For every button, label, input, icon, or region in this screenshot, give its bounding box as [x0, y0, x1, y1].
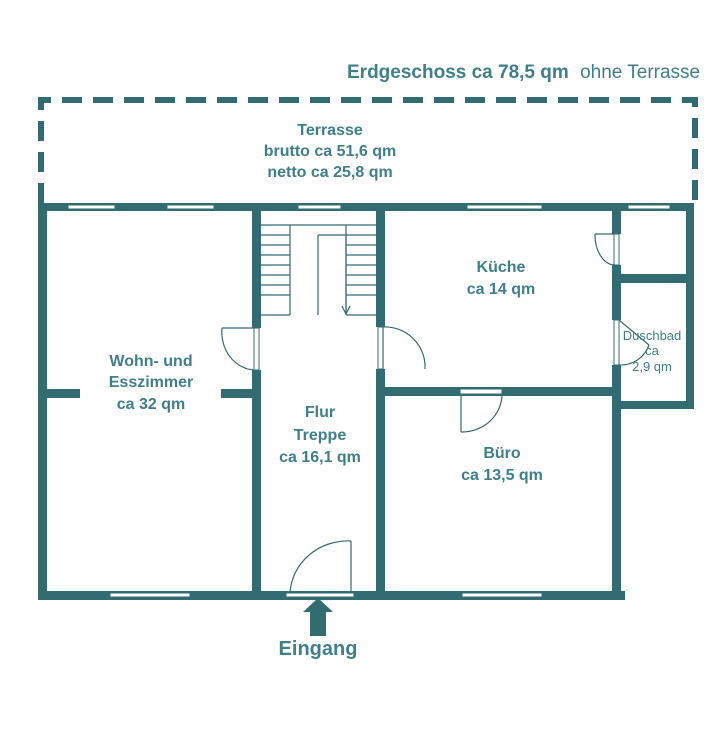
title-normal: ohne Terrasse — [580, 62, 700, 83]
label-duschbad-3: 2,9 qm — [632, 359, 672, 374]
wall-annex-divider — [612, 274, 694, 283]
wall-right-annex — [686, 203, 694, 409]
wall-stub-left — [38, 389, 80, 398]
window-bottom-1 — [109, 592, 191, 598]
plan-title: Erdgeschoss ca 78,5 qm ohne Terrasse — [347, 62, 700, 83]
label-terrasse-2: brutto ca 51,6 qm — [264, 143, 396, 160]
door-annex — [594, 233, 620, 266]
label-kueche-2: ca 14 qm — [467, 281, 535, 298]
window-top-3 — [297, 204, 342, 210]
window-top-1 — [67, 204, 116, 210]
label-flur-2: Treppe — [294, 427, 347, 444]
entrance-arrow-icon — [303, 598, 333, 636]
wall-kitchen-annex-2 — [612, 265, 621, 320]
window-top-4 — [466, 204, 543, 210]
window-bottom-2 — [461, 592, 543, 598]
label-flur-1: Flur — [305, 404, 335, 421]
label-terrasse-3: netto ca 25,8 qm — [267, 164, 392, 181]
door-entrance — [289, 540, 352, 594]
label-buero-2: ca 13,5 qm — [461, 467, 543, 484]
entrance-threshold — [285, 592, 355, 598]
label-buero-1: Büro — [483, 445, 521, 462]
wall-hall-office-lower — [376, 369, 385, 600]
label-wohnen-3: ca 32 qm — [117, 396, 185, 413]
wall-left — [38, 203, 47, 599]
label-terrasse-1: Terrasse — [297, 122, 363, 139]
label-eingang: Eingang — [279, 638, 358, 660]
door-bathroom — [613, 319, 650, 366]
label-wohnen-1: Wohn- und — [109, 353, 192, 370]
title-bold: Erdgeschoss ca 78,5 qm — [347, 62, 569, 83]
door-kitchen — [377, 326, 426, 370]
wall-living-hall-lower — [252, 370, 261, 600]
door-living — [221, 327, 260, 371]
wall-kitchen-annex-3 — [612, 365, 621, 405]
label-kueche-1: Küche — [477, 259, 526, 276]
label-duschbad-2: ca — [645, 343, 660, 358]
label-flur-3: ca 16,1 qm — [279, 449, 361, 466]
wall-hall-kitchen-upper — [376, 203, 385, 327]
door-office — [459, 388, 503, 433]
wall-kitchen-annex-1 — [612, 203, 621, 234]
window-top-5 — [627, 204, 671, 210]
wall-right-lower — [612, 395, 621, 600]
label-duschbad-1: Duschbad — [623, 328, 682, 343]
label-wohnen-2: Esszimmer — [109, 374, 194, 391]
wall-living-hall-upper — [252, 203, 261, 328]
wall-bottom-annex — [612, 401, 694, 409]
window-top-2 — [166, 204, 215, 210]
wall-stub-right — [221, 389, 261, 398]
staircase — [261, 224, 376, 316]
terrace-outline — [38, 97, 698, 203]
